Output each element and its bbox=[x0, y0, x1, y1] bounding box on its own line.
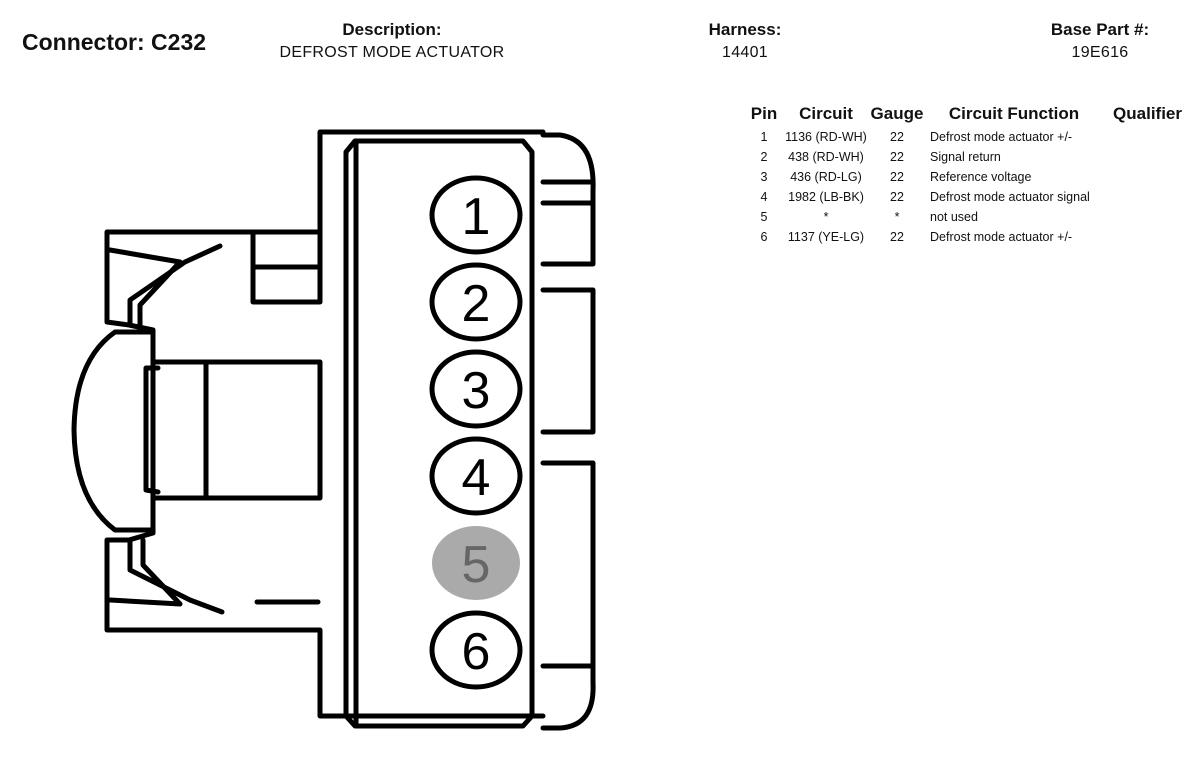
pin-table: Pin Circuit Gauge Circuit Function Quali… bbox=[744, 104, 1182, 247]
lower-latch-tab bbox=[107, 537, 183, 607]
cavity-3: 3 bbox=[429, 349, 523, 429]
pin-cell: 3 bbox=[760, 170, 768, 184]
cavity-4: 4 bbox=[429, 436, 523, 516]
circuit-cell: 1982 (LB-BK) bbox=[788, 190, 864, 204]
header-gauge: Gauge bbox=[870, 104, 924, 123]
function-cell: not used bbox=[930, 210, 978, 224]
cavity-circle bbox=[432, 526, 520, 600]
connector-label: Connector: C232 bbox=[22, 29, 207, 55]
right-cap-top bbox=[540, 132, 596, 267]
pin-cell: 2 bbox=[760, 150, 768, 164]
function-cell: Defrost mode actuator +/- bbox=[930, 130, 1073, 144]
cavity-circle bbox=[429, 262, 523, 342]
upper-latch-tab bbox=[107, 247, 183, 328]
function-cell: Defrost mode actuator signal bbox=[930, 190, 1090, 204]
latch-window bbox=[150, 359, 323, 501]
header-circuit: Circuit bbox=[799, 104, 853, 123]
cavity-number: 2 bbox=[462, 275, 491, 333]
header-circuit-function: Circuit Function bbox=[948, 104, 1080, 123]
upper-latch-arm bbox=[127, 243, 223, 328]
cavity-6: 6 bbox=[429, 610, 523, 690]
harness-title: Harness: bbox=[708, 20, 782, 39]
gauge-cell: * bbox=[894, 210, 900, 224]
cavity-number: 3 bbox=[462, 362, 491, 420]
pin-row: 4 1982 (LB-BK) 22 Defrost mode actuator sig… bbox=[744, 187, 1182, 207]
cavity-group: 1 2 3 4 5 6 bbox=[429, 175, 523, 690]
housing-body bbox=[343, 138, 535, 729]
right-cap-bottom bbox=[540, 460, 596, 731]
circuit-cell: 438 (RD-WH) bbox=[788, 150, 864, 164]
pin-cell: 6 bbox=[760, 230, 768, 244]
header-pin: Pin bbox=[750, 104, 778, 123]
pin-row: 6 1137 (YE-LG) 22 Defrost mode actuator +/- bbox=[744, 227, 1182, 247]
pin-row: 1 1136 (RD-WH) 22 Defrost mode actuator +/- bbox=[744, 127, 1182, 147]
latch-window-side bbox=[143, 365, 161, 495]
circuit-cell: 436 (RD-LG) bbox=[790, 170, 862, 184]
gauge-cell: 22 bbox=[890, 230, 904, 244]
pin-row: 2 438 (RD-WH) 22 Signal return bbox=[744, 147, 1182, 167]
cavity-number: 1 bbox=[462, 188, 491, 246]
description-title: Description: bbox=[342, 20, 442, 39]
pin-row: 5 * * not used bbox=[744, 207, 1182, 227]
description-block: Description: DEFROST MODE ACTUATOR bbox=[261, 20, 523, 62]
base-part-value: 19E616 bbox=[1071, 44, 1129, 61]
circuit-cell: 1136 (RD-WH) bbox=[785, 130, 867, 144]
pin-cell: 4 bbox=[760, 190, 768, 204]
pin-table-header-row: Pin Circuit Gauge Circuit Function Quali… bbox=[744, 104, 1182, 127]
pin-cell: 1 bbox=[760, 130, 768, 144]
gauge-cell: 22 bbox=[890, 170, 904, 184]
harness-block: Harness: 14401 bbox=[690, 20, 800, 62]
cavity-circle bbox=[429, 610, 523, 690]
gauge-cell: 22 bbox=[890, 130, 904, 144]
cavity-circle bbox=[429, 349, 523, 429]
description-value: DEFROST MODE ACTUATOR bbox=[279, 44, 505, 61]
gauge-cell: 22 bbox=[890, 150, 904, 164]
cavity-number: 6 bbox=[462, 623, 491, 681]
cavity-1: 1 bbox=[429, 175, 523, 255]
gauge-cell: 22 bbox=[890, 190, 904, 204]
cavity-number: 5 bbox=[462, 536, 491, 594]
cavity-circle bbox=[429, 436, 523, 516]
cavity-5: 5 bbox=[432, 526, 520, 600]
pin-cell: 5 bbox=[760, 210, 768, 224]
harness-value: 14401 bbox=[722, 44, 768, 61]
base-part-title: Base Part #: bbox=[1050, 20, 1150, 39]
circuit-cell: * bbox=[823, 210, 829, 224]
cavity-number: 4 bbox=[462, 449, 491, 507]
pin-row: 3 436 (RD-LG) 22 Reference voltage bbox=[744, 167, 1182, 187]
base-part-block: Base Part #: 19E616 bbox=[1030, 20, 1170, 62]
cavity-circle bbox=[429, 175, 523, 255]
header-qualifier: Qualifier bbox=[1113, 104, 1182, 123]
function-cell: Defrost mode actuator +/- bbox=[930, 230, 1073, 244]
left-latch-body bbox=[71, 329, 156, 533]
function-cell: Signal return bbox=[930, 150, 1001, 164]
circuit-cell: 1137 (YE-LG) bbox=[787, 230, 865, 244]
right-cap-middle bbox=[540, 287, 596, 435]
function-cell: Reference voltage bbox=[930, 170, 1032, 184]
cavity-2: 2 bbox=[429, 262, 523, 342]
